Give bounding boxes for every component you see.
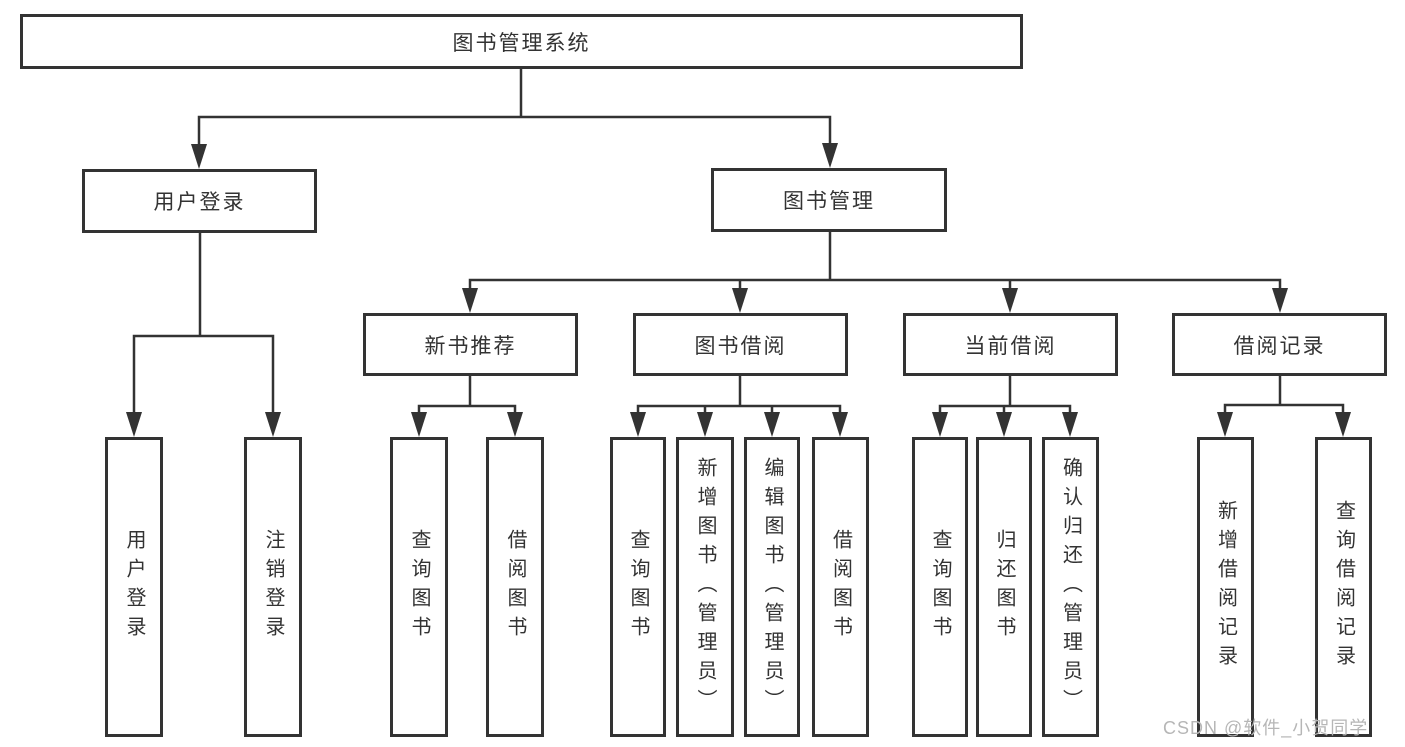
- leaf-label: 归还图书: [993, 529, 1015, 645]
- leaf-label: 注销登录: [262, 529, 284, 645]
- leaf-label: 借阅图书: [829, 529, 852, 645]
- leaf-label: 新增借阅记录: [1214, 500, 1237, 674]
- node-label: 图书管理: [783, 190, 875, 213]
- node-label: 借阅记录: [1233, 334, 1326, 358]
- node-user-login-branch: 用户登录: [82, 169, 317, 233]
- leaf-query-books-current: 查询图书: [912, 437, 968, 737]
- node-label: 新书推荐: [424, 334, 517, 358]
- leaf-add-book-admin: 新增图书（管理员）: [676, 437, 734, 737]
- leaf-query-books-borrow: 查询图书: [610, 437, 666, 737]
- leaf-label: 借阅图书: [504, 529, 526, 645]
- leaf-label: 用户登录: [123, 529, 145, 645]
- node-current-borrowing: 当前借阅: [903, 313, 1118, 376]
- leaf-return-books: 归还图书: [976, 437, 1032, 737]
- node-book-borrowing: 图书借阅: [633, 313, 848, 376]
- node-label: 图书借阅: [694, 334, 787, 358]
- leaf-label: 查询借阅记录: [1332, 500, 1355, 674]
- leaf-add-borrow-record: 新增借阅记录: [1197, 437, 1254, 737]
- node-label: 用户登录: [153, 191, 246, 214]
- arrowheads: [126, 143, 1351, 437]
- leaf-label: 查询图书: [627, 529, 649, 645]
- leaf-query-borrow-record: 查询借阅记录: [1315, 437, 1372, 737]
- leaf-label: 编辑图书（管理员）: [761, 456, 783, 718]
- leaf-label: 查询图书: [408, 529, 430, 645]
- leaf-label: 新增图书（管理员）: [694, 456, 716, 718]
- leaf-label: 查询图书: [929, 529, 951, 645]
- leaf-user-login: 用户登录: [105, 437, 163, 737]
- leaf-label: 确认归还（管理员）: [1059, 456, 1082, 718]
- csdn-watermark: CSDN @软件_小贺同学: [1163, 718, 1369, 738]
- leaf-borrow-books: 借阅图书: [812, 437, 869, 737]
- node-label: 图书管理系统: [452, 31, 591, 55]
- node-label: 当前借阅: [964, 334, 1057, 358]
- node-book-management: 图书管理: [711, 168, 947, 232]
- node-borrowing-records: 借阅记录: [1172, 313, 1387, 376]
- leaf-query-books-recommend: 查询图书: [390, 437, 448, 737]
- node-new-book-recommendation: 新书推荐: [363, 313, 578, 376]
- leaf-edit-book-admin: 编辑图书（管理员）: [744, 437, 800, 737]
- leaf-borrow-books-recommend: 借阅图书: [486, 437, 544, 737]
- leaf-logout: 注销登录: [244, 437, 302, 737]
- leaf-confirm-return-admin: 确认归还（管理员）: [1042, 437, 1099, 737]
- node-library-management-system: 图书管理系统: [20, 14, 1023, 69]
